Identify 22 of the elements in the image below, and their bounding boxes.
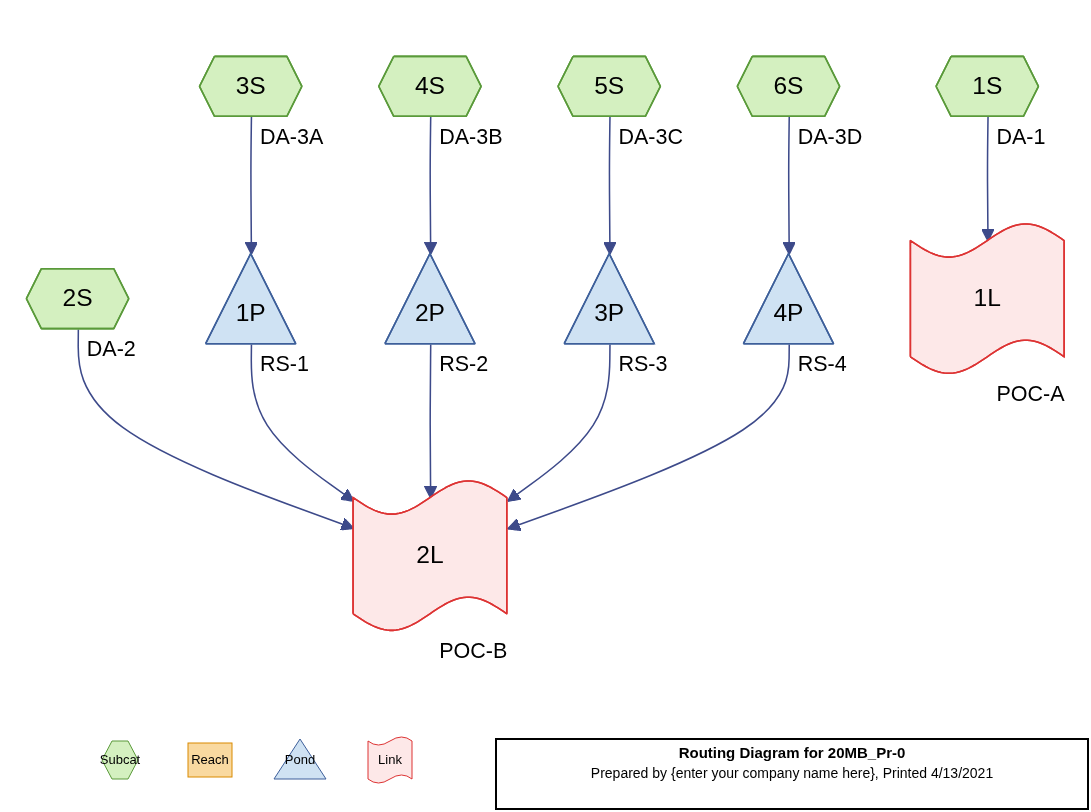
node-caption: DA-1 bbox=[996, 125, 1045, 150]
node-caption: RS-3 bbox=[617, 352, 667, 377]
node-caption: RS-1 bbox=[259, 352, 309, 377]
node-caption: RS-4 bbox=[797, 352, 847, 377]
node-caption: DA-3D bbox=[797, 125, 862, 150]
node-caption: DA-3A bbox=[259, 125, 323, 150]
title: Routing Diagram for 20MB_Pr-0 bbox=[677, 744, 907, 761]
node-caption: DA-3B bbox=[438, 125, 503, 150]
arrow bbox=[602, 116, 617, 256]
node-caption: POC-A bbox=[996, 382, 1065, 407]
arrow bbox=[506, 344, 611, 503]
caption-text: Prepared by {enter your company name here}, Printed 4/13/2021 bbox=[589, 765, 995, 781]
node-caption: POC-B bbox=[438, 639, 507, 664]
node-caption: RS-2 bbox=[438, 352, 488, 377]
arrow bbox=[250, 344, 354, 503]
arrow bbox=[506, 344, 790, 532]
arrow bbox=[76, 329, 354, 532]
arrow bbox=[781, 116, 796, 256]
arrow bbox=[244, 116, 258, 256]
node-caption: DA-2 bbox=[86, 337, 136, 362]
arrow bbox=[423, 116, 437, 256]
node-caption: DA-3C bbox=[617, 125, 683, 150]
